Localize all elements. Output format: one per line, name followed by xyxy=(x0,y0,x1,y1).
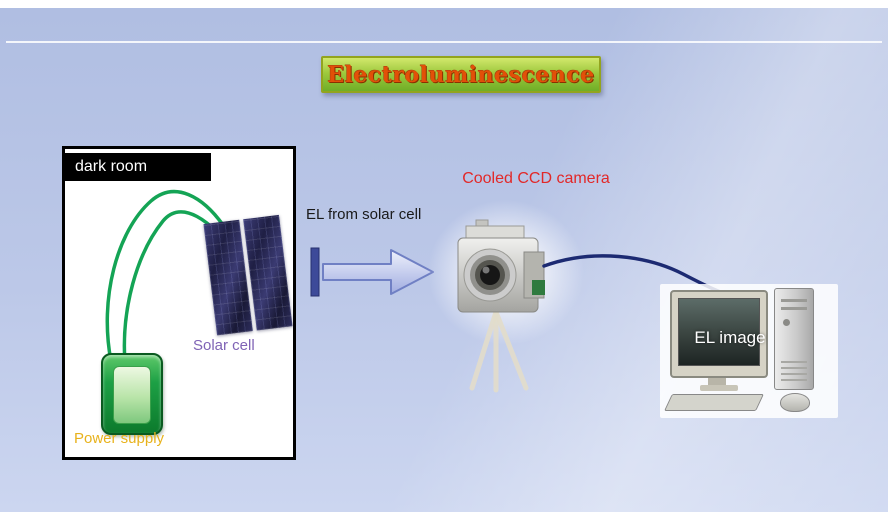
computer-image: EL image xyxy=(660,284,838,418)
slide-title-badge: Electroluminescence xyxy=(321,56,601,93)
tower-drive-slot xyxy=(781,299,807,302)
el-image-label: EL image xyxy=(694,328,766,347)
keyboard-icon xyxy=(664,394,764,411)
monitor-stand xyxy=(708,378,726,386)
power-supply-screen xyxy=(113,366,151,424)
tripod-icon xyxy=(469,309,529,393)
tower-drive-slot xyxy=(781,307,807,310)
power-supply-label: Power supply xyxy=(74,430,165,447)
monitor-base xyxy=(700,385,738,391)
arrow-tail-bar xyxy=(310,247,320,297)
solar-cell-image xyxy=(203,214,294,336)
mouse-icon xyxy=(780,393,810,412)
camera-pcb xyxy=(532,280,545,295)
monitor-icon xyxy=(670,290,768,378)
divider-line xyxy=(6,41,882,43)
camera-lens-icon xyxy=(463,248,517,302)
solar-cell-label: Solar cell xyxy=(193,337,255,354)
dark-room-label: dark room xyxy=(65,153,211,181)
right-arrow-icon xyxy=(310,247,434,297)
computer-tower-icon xyxy=(774,288,814,390)
dark-room-box: dark room Solar cell Power supply xyxy=(62,146,296,460)
tower-vents xyxy=(781,357,807,381)
slide-title-text: Electroluminescence xyxy=(327,61,595,88)
ccd-camera-image xyxy=(457,219,545,393)
monitor-screen xyxy=(678,298,760,366)
ccd-camera-label: Cooled CCD camera xyxy=(462,170,610,187)
power-supply-image xyxy=(101,353,163,435)
tower-power-button xyxy=(783,319,790,326)
el-from-solar-cell-label: EL from solar cell xyxy=(306,206,422,223)
